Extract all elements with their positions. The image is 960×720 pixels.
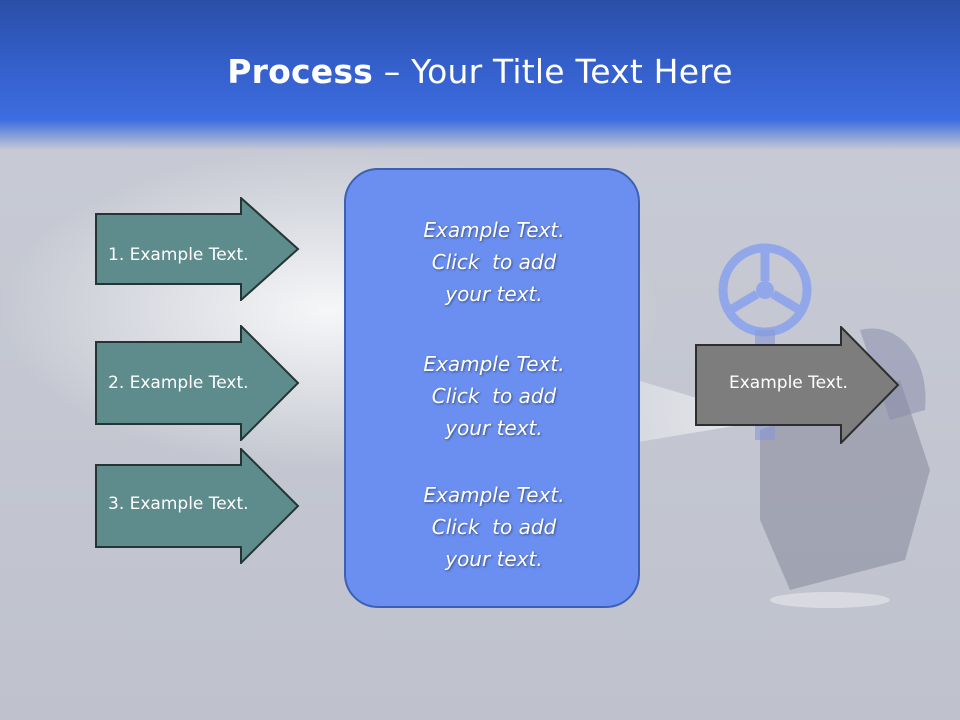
projector-body: [760, 380, 930, 590]
film-projector-icon: [718, 243, 930, 608]
page-title[interactable]: Process – Your Title Text Here: [0, 52, 960, 91]
center-panel[interactable]: Example Text. Click to add your text. Ex…: [344, 168, 640, 608]
step-arrow-3[interactable]: [95, 448, 300, 564]
title-rest: – Your Title Text Here: [373, 52, 733, 91]
block-line: your text.: [445, 547, 543, 571]
step-label-2: 2. Example Text.: [108, 373, 249, 393]
title-bar: [0, 0, 960, 150]
projector-lamp: [860, 328, 926, 420]
output-arrow[interactable]: [695, 326, 901, 444]
output-label: Example Text.: [729, 373, 848, 393]
block-line: Example Text.: [423, 352, 565, 376]
block-line: Example Text.: [423, 218, 565, 242]
reel-spoke: [770, 290, 801, 313]
projector-reflection: [770, 592, 890, 608]
film-reel: [718, 243, 812, 337]
reel-hub: [756, 281, 774, 299]
center-text-block-1[interactable]: Example Text. Click to add your text.: [346, 214, 642, 310]
block-line: Click to add: [431, 515, 557, 539]
title-bold: Process: [227, 52, 374, 91]
block-line: Click to add: [431, 384, 557, 408]
step-arrow-2[interactable]: [95, 325, 300, 441]
step-arrow-1[interactable]: [95, 197, 300, 301]
block-line: Example Text.: [423, 483, 565, 507]
block-line: your text.: [445, 416, 543, 440]
center-text-block-2[interactable]: Example Text. Click to add your text.: [346, 348, 642, 444]
reel-spoke: [729, 290, 760, 313]
block-line: Click to add: [431, 250, 557, 274]
center-text-block-3[interactable]: Example Text. Click to add your text.: [346, 479, 642, 575]
block-line: your text.: [445, 282, 543, 306]
step-label-3: 3. Example Text.: [108, 494, 249, 514]
step-label-1: 1. Example Text.: [108, 245, 249, 265]
